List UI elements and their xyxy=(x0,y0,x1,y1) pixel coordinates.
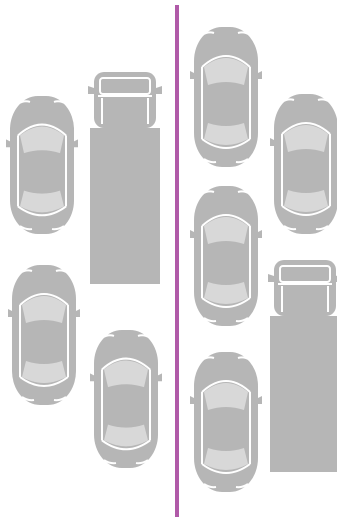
car-top-view-icon xyxy=(6,96,78,234)
car-top-view-icon xyxy=(8,265,80,405)
truck-top-view-icon xyxy=(88,72,162,284)
car-top-view-icon xyxy=(190,186,262,326)
car-top-view-icon xyxy=(190,352,262,492)
truck-top-view-icon xyxy=(268,260,337,472)
car-top-view-icon xyxy=(90,330,162,468)
car-top-view-icon xyxy=(270,94,337,234)
car-top-view-icon xyxy=(190,27,262,167)
